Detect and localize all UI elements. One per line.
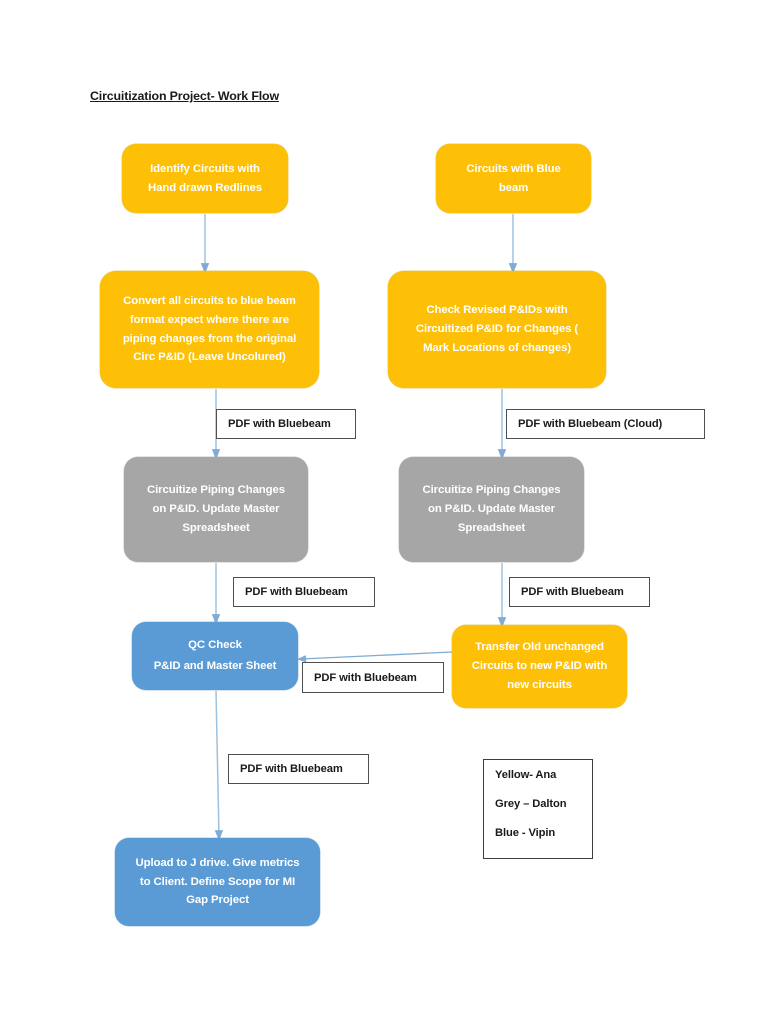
legend-row: Grey – Dalton xyxy=(495,798,567,811)
edge-label-check-to-circuitize: PDF with Bluebeam (Cloud) xyxy=(506,409,705,439)
node-line: Check Revised P&IDs with xyxy=(426,304,568,317)
node-circuits-with-bluebeam[interactable]: Circuits with Blue beam xyxy=(436,144,591,213)
edge-label-circuitize-left-to-qc: PDF with Bluebeam xyxy=(233,577,375,607)
node-line: format expect where there are xyxy=(129,313,290,326)
color-legend: Yellow- Ana Grey – Dalton Blue - Vipin xyxy=(483,759,593,859)
node-line: Identify Circuits with xyxy=(150,162,260,175)
node-line: Upload to J drive. Give metrics xyxy=(135,856,300,869)
node-line: Circuitized P&ID for Changes ( xyxy=(415,323,579,336)
node-transfer-old-circuits[interactable]: Transfer Old unchanged Circuits to new P… xyxy=(452,625,627,708)
node-line: Hand drawn Redlines xyxy=(148,181,262,194)
node-line: Circuitize Piping Changes xyxy=(422,484,561,497)
node-line: piping changes from the original xyxy=(122,332,297,345)
edge-label-transfer-to-qc: PDF with Bluebeam xyxy=(302,662,444,693)
node-line: Mark Locations of changes) xyxy=(422,341,572,354)
node-qc-check[interactable]: QC Check P&ID and Master Sheet xyxy=(132,622,298,690)
node-line: Transfer Old unchanged xyxy=(475,641,604,654)
node-line: QC Check xyxy=(188,638,242,651)
page-title: Circuitization Project- Work Flow xyxy=(90,89,279,103)
node-line: Spreadsheet xyxy=(182,521,250,534)
edge-label-qc-to-upload: PDF with Bluebeam xyxy=(228,754,369,784)
edge-label-convert-to-circuitize: PDF with Bluebeam xyxy=(216,409,356,439)
node-line: Circuits to new P&ID with xyxy=(471,660,608,673)
legend-row: Blue - Vipin xyxy=(495,827,556,840)
node-check-revised-pids[interactable]: Check Revised P&IDs with Circuitized P&I… xyxy=(388,271,606,388)
node-line: Circuitize Piping Changes xyxy=(146,484,285,497)
arrow-transfer-to-qc xyxy=(296,651,453,663)
node-line: Spreadsheet xyxy=(457,521,526,534)
node-line: P&ID and Master Sheet xyxy=(153,660,277,672)
node-identify-circuits[interactable]: Identify Circuits with Hand drawn Redlin… xyxy=(122,144,288,213)
node-line: Circuits with Blue xyxy=(466,162,561,175)
edge-label-circuitize-right-to-transfer: PDF with Bluebeam xyxy=(509,577,650,607)
node-line: on P&ID. Update Master xyxy=(152,503,280,516)
node-line: beam xyxy=(498,181,529,194)
node-line: Circ P&ID (Leave Uncolured) xyxy=(133,351,286,364)
node-line: on P&ID. Update Master xyxy=(428,503,555,516)
node-line: Convert all circuits to blue beam xyxy=(123,294,296,307)
node-line: new circuits xyxy=(507,678,572,691)
arrow-qc-to-upload xyxy=(214,690,224,841)
node-line: Gap Project xyxy=(186,894,249,907)
node-upload-to-j-drive[interactable]: Upload to J drive. Give metrics to Clien… xyxy=(115,838,320,926)
legend-row: Yellow- Ana xyxy=(495,769,557,781)
node-convert-circuits[interactable]: Convert all circuits to blue beam format… xyxy=(100,271,319,388)
node-circuitize-piping-left[interactable]: Circuitize Piping Changes on P&ID. Updat… xyxy=(124,457,308,562)
node-line: to Client. Define Scope for MI xyxy=(139,875,296,888)
node-circuitize-piping-right[interactable]: Circuitize Piping Changes on P&ID. Updat… xyxy=(399,457,584,562)
